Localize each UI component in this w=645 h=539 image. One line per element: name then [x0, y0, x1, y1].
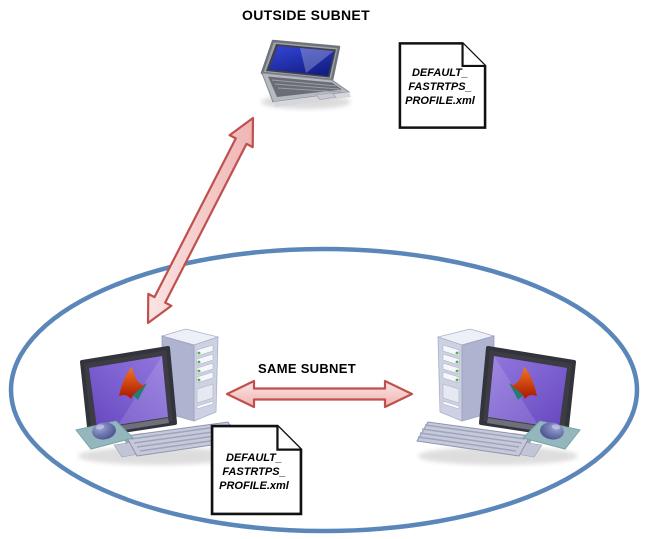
same-subnet-label: SAME SUBNET [258, 361, 356, 376]
same-subnet-link-arrow [225, 379, 414, 409]
doc-filename-line: FASTRTPS_ [408, 81, 472, 93]
workstation-right-icon [417, 329, 580, 465]
profile-xml-document-outside: DEFAULT_ FASTRTPS_ PROFILE.xml [396, 40, 488, 131]
doc-filename-line: FASTRTPS_ [222, 466, 286, 478]
document-icon [398, 42, 487, 129]
outside-link-arrow [146, 116, 255, 325]
outside-subnet-label: OUTSIDE SUBNET [242, 7, 370, 23]
doc-filename-line: DEFAULT_ [411, 67, 469, 79]
doc-filename-line: DEFAULT_ [225, 452, 283, 464]
laptop-icon [261, 41, 351, 109]
doc-filename-line: PROFILE.xml [219, 480, 289, 492]
doc-filename-line: PROFILE.xml [405, 95, 475, 107]
profile-xml-document-inside: DEFAULT_ FASTRTPS_ PROFILE.xml [207, 423, 305, 517]
subnet-boundary-ellipse [8, 246, 640, 534]
document-icon [210, 424, 303, 516]
